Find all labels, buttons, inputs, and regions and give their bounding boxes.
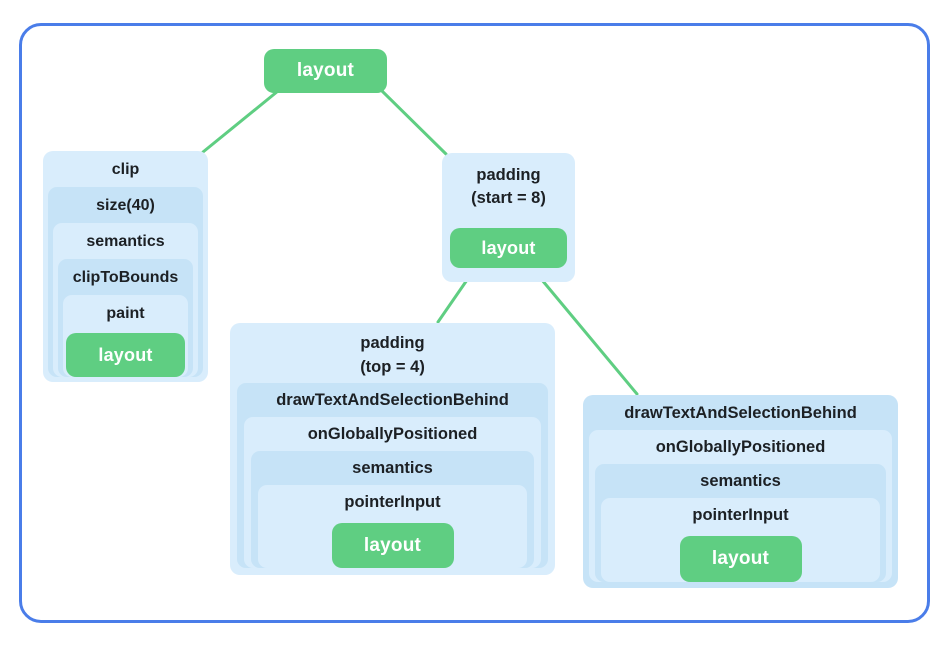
label-paint: paint bbox=[106, 305, 145, 322]
box-pointerinput-left: pointerInput layout bbox=[258, 485, 527, 568]
label-drawtext-left: drawTextAndSelectionBehind bbox=[276, 391, 509, 409]
node-clip-layout: layout bbox=[66, 333, 185, 377]
box-size: size(40) semantics clipToBounds paint la… bbox=[48, 187, 203, 377]
label-pointerinput-left: pointerInput bbox=[344, 493, 441, 511]
label-padding-top-line1: padding bbox=[360, 334, 425, 352]
label-drawtext-right: drawTextAndSelectionBehind bbox=[624, 404, 857, 422]
box-paint: paint layout bbox=[63, 295, 188, 377]
box-clip-chain: clip size(40) semantics clipToBounds pai… bbox=[43, 151, 208, 382]
node-padding-top-layout: layout bbox=[331, 523, 454, 568]
box-semantics-left: semantics pointerInput layout bbox=[251, 451, 534, 568]
label-ongloballypositioned-right: onGloballyPositioned bbox=[655, 438, 826, 456]
label-padding-start-line1: padding bbox=[476, 166, 541, 184]
label-semantics: semantics bbox=[86, 233, 165, 250]
label-semantics-left: semantics bbox=[352, 459, 433, 477]
label-semantics-right: semantics bbox=[700, 472, 781, 490]
label-ongloballypositioned-left: onGloballyPositioned bbox=[307, 425, 478, 443]
node-drawtext-layout: layout bbox=[679, 536, 802, 582]
box-semantics-right: semantics pointerInput layout bbox=[595, 464, 886, 582]
label-size: size(40) bbox=[96, 197, 155, 214]
node-padding-start-layout: layout bbox=[450, 228, 567, 268]
box-ongloballypositioned-left: onGloballyPositioned semantics pointerIn… bbox=[244, 417, 541, 568]
box-drawtext-chain: drawTextAndSelectionBehind onGloballyPos… bbox=[583, 395, 898, 588]
label-padding-top-line2: (top = 4) bbox=[360, 358, 425, 376]
label-cliptobounds: clipToBounds bbox=[72, 269, 179, 286]
label-clip: clip bbox=[111, 161, 140, 178]
box-cliptobounds: clipToBounds paint layout bbox=[58, 259, 193, 377]
box-padding-top-chain: padding (top = 4) drawTextAndSelectionBe… bbox=[230, 323, 555, 575]
box-drawtext-left: drawTextAndSelectionBehind onGloballyPos… bbox=[237, 383, 548, 568]
box-pointerinput-right: pointerInput layout bbox=[601, 498, 880, 582]
box-ongloballypositioned-right: onGloballyPositioned semantics pointerIn… bbox=[589, 430, 892, 582]
outer-frame bbox=[19, 23, 930, 623]
label-padding-start: padding (start = 8) bbox=[442, 153, 575, 214]
label-padding-start-line2: (start = 8) bbox=[471, 189, 546, 207]
label-padding-top: padding (top = 4) bbox=[230, 323, 555, 383]
label-pointerinput-right: pointerInput bbox=[692, 506, 789, 524]
box-semantics: semantics clipToBounds paint layout bbox=[53, 223, 198, 377]
box-padding-start: padding (start = 8) layout bbox=[442, 153, 575, 282]
node-root-layout: layout bbox=[264, 49, 387, 93]
